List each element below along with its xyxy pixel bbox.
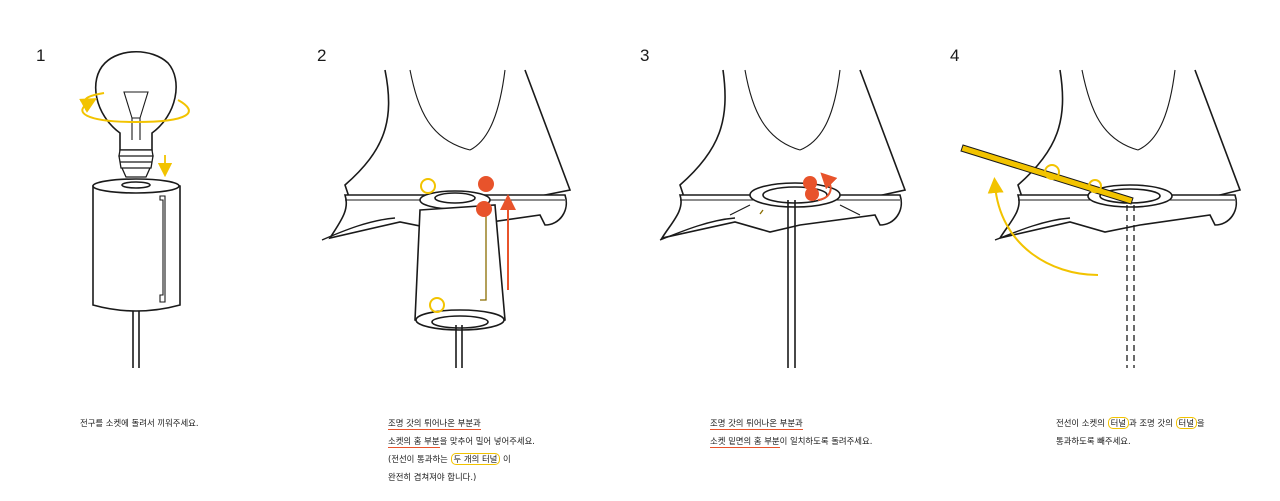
step3-caption-line1: 조명 갓의 튀어나온 부분과 xyxy=(710,418,803,430)
step2-caption-line3c: 이 xyxy=(500,454,510,464)
step3-caption: 조명 갓의 튀어나온 부분과 소켓 밑면의 홈 부분이 일치하도록 돌려주세요. xyxy=(710,414,872,450)
step1-bulb xyxy=(96,52,176,150)
step4-caption-socket-tunnel: 터널 xyxy=(1108,417,1129,429)
step-number-3: 3 xyxy=(640,46,649,66)
step2-caption-line2-rest: 을 맞추어 밀어 넣어주세요. xyxy=(440,436,535,446)
step2-notch-marker-bottom xyxy=(476,201,492,217)
step2-caption-line2-highlight: 소켓의 홈 부분 xyxy=(388,436,440,448)
step1-caption: 전구를 소켓에 돌려서 끼워주세요. xyxy=(80,414,199,432)
step1-socket xyxy=(93,182,180,312)
step-number-1: 1 xyxy=(36,46,45,66)
step3-notch-marker-bottom xyxy=(805,187,819,201)
step4-caption-line1a: 전선이 소켓의 xyxy=(1056,418,1108,428)
step3-caption-line2-highlight: 소켓 밑면의 홈 부분 xyxy=(710,436,780,448)
step4-caption-shade-tunnel: 터널 xyxy=(1176,417,1197,429)
step2-caption-line1: 조명 갓의 튀어나온 부분과 xyxy=(388,418,481,430)
step2-shade xyxy=(345,70,570,210)
step4-caption-line1e: 을 xyxy=(1197,418,1205,428)
step-number-4: 4 xyxy=(950,46,959,66)
step3-illustration xyxy=(660,70,905,368)
step1-illustration xyxy=(82,52,189,368)
step2-caption: 조명 갓의 튀어나온 부분과 소켓의 홈 부분을 맞추어 밀어 넣어주세요. (… xyxy=(388,414,535,486)
step2-notch-marker-top xyxy=(478,176,494,192)
step2-illustration xyxy=(322,70,570,368)
step4-caption-line1c: 과 조명 갓의 xyxy=(1129,418,1176,428)
step4-caption-line2: 통과하도록 빼주세요. xyxy=(1056,432,1205,450)
step2-caption-line3a: (전선이 통과하는 xyxy=(388,454,451,464)
step2-caption-line4: 완전히 겹쳐져야 합니다.) xyxy=(388,468,535,486)
step3-caption-line2-rest: 이 일치하도록 돌려주세요. xyxy=(780,436,873,446)
step4-illustration xyxy=(961,70,1240,368)
step1-caption-line: 전구를 소켓에 돌려서 끼워주세요. xyxy=(80,414,199,432)
step2-caption-tunnels: 두 개의 터널 xyxy=(451,453,501,465)
step2-socket xyxy=(415,205,505,328)
step-number-2: 2 xyxy=(317,46,326,66)
